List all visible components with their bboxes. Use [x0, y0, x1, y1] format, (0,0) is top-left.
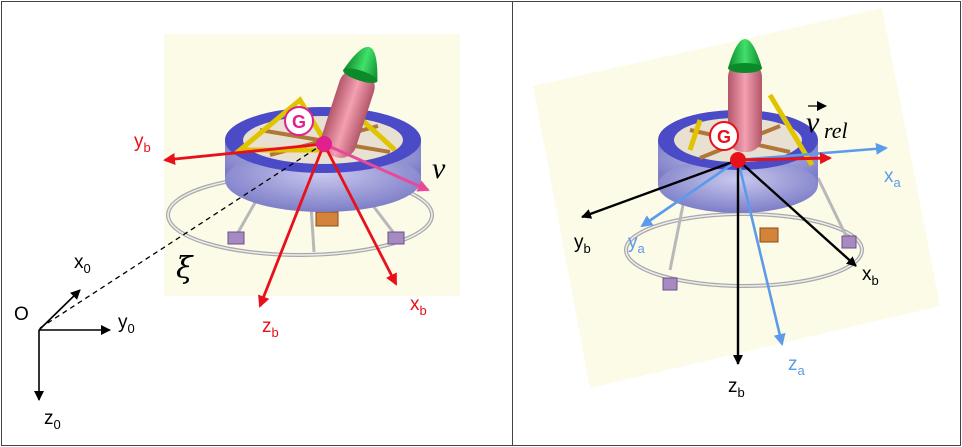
zb-label-right: zb	[728, 376, 745, 400]
xb-label-left: xb	[410, 294, 427, 318]
aero-axes: xa ya za	[628, 142, 902, 378]
xi-label: ξ	[176, 251, 194, 286]
ducted-fan-body	[225, 96, 421, 212]
rel-velocity-label: v rel	[806, 101, 848, 143]
right-panel: xa ya za yb zb xb v rel G	[533, 8, 940, 400]
panel-divider	[512, 1, 513, 446]
yb-axis-right	[581, 158, 739, 219]
zb-axis-left	[258, 143, 326, 308]
z0-label: z0	[44, 408, 61, 432]
left-panel: O x0 y0 z0 ξ yb zb xb v G	[14, 34, 460, 432]
xa-label: xa	[884, 166, 902, 190]
za-label: za	[788, 354, 806, 378]
ya-label: ya	[628, 232, 646, 256]
cg-marker-right	[709, 121, 739, 151]
body-axes-right: yb zb xb	[574, 158, 879, 400]
xb-label-right: xb	[862, 264, 879, 288]
position-vector	[39, 145, 321, 329]
x0-axis	[38, 289, 81, 331]
xb-axis-left	[322, 143, 398, 286]
ya-axis	[640, 158, 739, 228]
fuselage	[321, 47, 378, 158]
svg-text:rel: rel	[824, 118, 848, 143]
xb-axis-right	[737, 159, 857, 267]
x0-label: x0	[74, 252, 91, 276]
za-axis	[736, 159, 786, 346]
origin-label: O	[14, 304, 29, 325]
rel-velocity-vector	[737, 152, 832, 165]
yb-axis-left	[163, 142, 325, 165]
velocity-label: v	[432, 152, 446, 185]
zb-label-left: zb	[262, 316, 279, 340]
svg-text:v: v	[806, 106, 820, 139]
cg-marker	[284, 106, 314, 136]
cg-point-right	[730, 152, 746, 168]
body-axes-left: yb zb xb	[134, 131, 427, 340]
velocity-vector	[323, 142, 430, 192]
cg-label-left: G	[292, 112, 306, 132]
cg-point	[316, 136, 332, 152]
y0-label: y0	[118, 312, 135, 336]
yb-label-left: yb	[134, 131, 151, 155]
inertial-frame: O x0 y0 z0	[14, 252, 135, 432]
cg-label-right: G	[717, 127, 731, 147]
yb-label-right: yb	[574, 232, 591, 256]
